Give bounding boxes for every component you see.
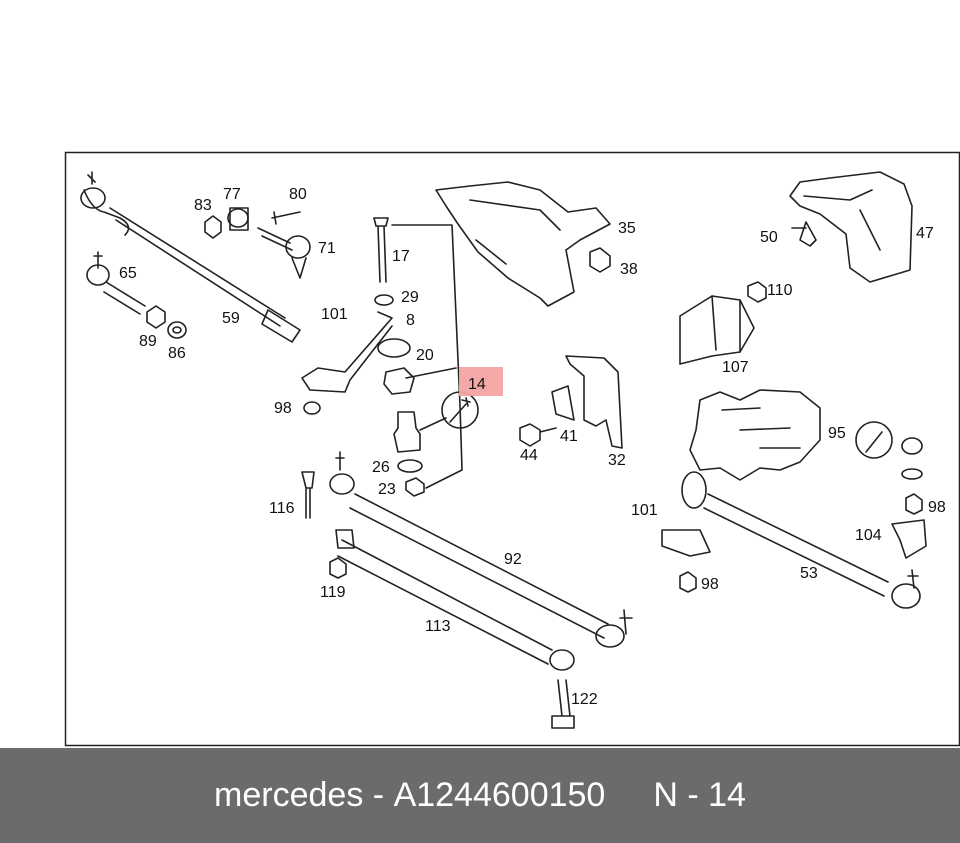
cover-107 <box>679 281 767 365</box>
brand-text: mercedes <box>214 776 364 814</box>
part-label[interactable]: 20 <box>416 347 434 364</box>
part-label[interactable]: 17 <box>392 248 410 265</box>
part-label[interactable]: 89 <box>139 333 157 350</box>
part-label[interactable]: 92 <box>504 551 522 568</box>
bracket-32 <box>519 355 623 449</box>
part-label[interactable]: 35 <box>618 220 636 237</box>
part-label[interactable]: 71 <box>318 240 336 257</box>
part-label[interactable]: 41 <box>560 428 578 445</box>
highlight-part-14[interactable] <box>459 367 503 396</box>
diagram-frame <box>64 151 960 747</box>
part-label[interactable]: 83 <box>194 197 212 214</box>
part-label[interactable]: 26 <box>372 459 390 476</box>
part-label[interactable]: 122 <box>571 691 598 708</box>
tie-rod-59 <box>80 171 301 343</box>
part-label[interactable]: 38 <box>620 261 638 278</box>
part-label[interactable]: 98 <box>928 499 946 516</box>
part-label[interactable]: 116 <box>269 500 295 517</box>
part-label[interactable]: 110 <box>767 282 793 299</box>
part-label[interactable]: 104 <box>855 527 882 544</box>
small-hardware-top-left <box>146 207 301 339</box>
steering-gear-53 <box>661 389 927 609</box>
part-label[interactable]: 65 <box>119 265 137 282</box>
parts-diagram: 83 77 80 71 65 59 89 86 17 29 8 101 20 9… <box>64 151 960 747</box>
part-label[interactable]: 32 <box>608 452 626 469</box>
part-label[interactable]: 50 <box>760 229 778 246</box>
part-labels: 83 77 80 71 65 59 89 86 17 29 8 101 20 9… <box>119 186 946 708</box>
caption-bar: mercedes - A1244600150 N - 14 <box>0 748 960 843</box>
part-label[interactable]: 101 <box>321 306 348 323</box>
part-label[interactable]: 53 <box>800 565 818 582</box>
separator-text: - <box>372 776 385 814</box>
part-label[interactable]: 101 <box>631 502 658 519</box>
tie-rod-end-65 <box>86 251 146 315</box>
bracket-47 <box>789 171 913 283</box>
tie-rods-92-113 <box>301 451 633 729</box>
part-label[interactable]: 98 <box>274 400 292 417</box>
shield-35 <box>435 181 611 307</box>
part-label[interactable]: 107 <box>722 359 749 376</box>
part-label[interactable]: 86 <box>168 345 186 362</box>
idler-arm-assembly <box>301 217 479 497</box>
part-label[interactable]: 44 <box>520 447 538 464</box>
ball-joint-71 <box>257 227 311 279</box>
part-label[interactable]: 8 <box>406 312 415 329</box>
part-label[interactable]: 29 <box>401 289 419 306</box>
part-label[interactable]: 47 <box>916 225 934 242</box>
part-label[interactable]: 77 <box>223 186 241 203</box>
position-text: N - 14 <box>653 776 746 814</box>
part-label[interactable]: 119 <box>320 584 346 601</box>
part-label[interactable]: 14 <box>468 376 486 393</box>
part-label[interactable]: 95 <box>828 425 846 442</box>
part-label[interactable]: 23 <box>378 481 396 498</box>
part-label[interactable]: 113 <box>425 618 451 635</box>
part-number-text: A1244600150 <box>393 776 606 814</box>
part-label[interactable]: 59 <box>222 310 240 327</box>
part-label[interactable]: 80 <box>289 186 307 203</box>
part-label[interactable]: 98 <box>701 576 719 593</box>
